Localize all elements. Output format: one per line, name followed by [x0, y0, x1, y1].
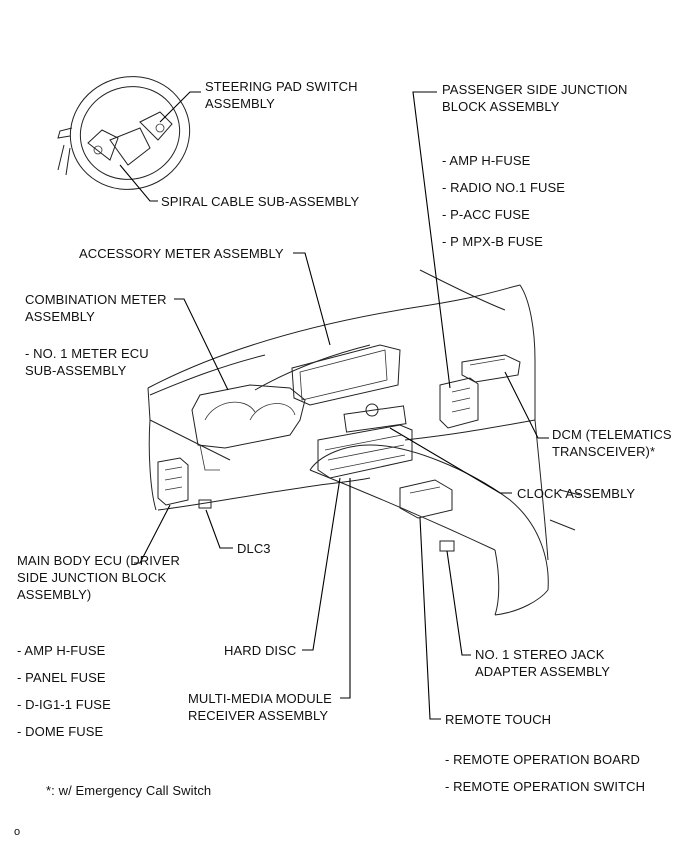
steering-pad-switch-label: STEERING PAD SWITCH ASSEMBLY: [205, 78, 358, 112]
combination-meter-line-2: ASSEMBLY: [25, 309, 95, 324]
hard-disc-label: HARD DISC: [224, 642, 296, 659]
stereo-jack-line-1: NO. 1 STEREO JACK: [475, 647, 605, 662]
main-fuse-2: - PANEL FUSE: [17, 670, 106, 685]
remote-touch-sub-2: - REMOTE OPERATION SWITCH: [445, 779, 646, 794]
remote-touch-sub-1: - REMOTE OPERATION BOARD: [445, 752, 641, 767]
passenger-fuse-2: - RADIO NO.1 FUSE: [442, 180, 566, 195]
clock-text: CLOCK ASSEMBLY: [517, 486, 636, 501]
stereo-jack-illustration: [439, 540, 455, 552]
main-body-ecu-line-3: ASSEMBLY): [17, 587, 92, 602]
main-body-ecu-line-2: SIDE JUNCTION BLOCK: [17, 570, 167, 585]
main-fuse-3: - D-IG1-1 FUSE: [17, 697, 111, 712]
remote-touch-sub: - REMOTE OPERATION BOARD - REMOTE OPERAT…: [445, 746, 645, 800]
stereo-jack-line-2: ADAPTER ASSEMBLY: [475, 664, 611, 679]
dcm-label: DCM (TELEMATICS TRANSCEIVER)*: [552, 426, 672, 460]
center-stack-illustration: [317, 403, 413, 479]
dcm-line-2: TRANSCEIVER)*: [552, 444, 656, 459]
accessory-meter-illustration: [291, 344, 401, 406]
main-body-ecu-illustration: [157, 457, 189, 506]
combination-meter-illustration: [191, 384, 306, 471]
main-body-ecu-label: MAIN BODY ECU (DRIVER SIDE JUNCTION BLOC…: [17, 552, 180, 603]
main-body-ecu-line-1: MAIN BODY ECU (DRIVER: [17, 553, 180, 568]
accessory-meter-text: ACCESSORY METER ASSEMBLY: [79, 246, 284, 261]
remote-touch-illustration: [399, 479, 453, 519]
spiral-cable-label: SPIRAL CABLE SUB-ASSEMBLY: [161, 193, 359, 210]
combination-meter-line-1: COMBINATION METER: [25, 292, 167, 307]
remote-touch-label: REMOTE TOUCH: [445, 711, 551, 728]
dcm-illustration: [461, 354, 521, 383]
passenger-jb-line-1: PASSENGER SIDE JUNCTION: [442, 82, 628, 97]
spiral-cable-text: SPIRAL CABLE SUB-ASSEMBLY: [161, 194, 360, 209]
multimedia-line-2: RECEIVER ASSEMBLY: [188, 708, 329, 723]
hard-disc-text: HARD DISC: [224, 643, 297, 658]
passenger-fuse-1: - AMP H-FUSE: [442, 153, 531, 168]
combination-meter-label: COMBINATION METER ASSEMBLY: [25, 291, 167, 325]
passenger-jb-fuses: - AMP H-FUSE - RADIO NO.1 FUSE - P-ACC F…: [442, 147, 565, 255]
passenger-jb-label: PASSENGER SIDE JUNCTION BLOCK ASSEMBLY: [442, 81, 628, 115]
multimedia-line-1: MULTI-MEDIA MODULE: [188, 691, 332, 706]
dlc3-label: DLC3: [237, 540, 271, 557]
multimedia-label: MULTI-MEDIA MODULE RECEIVER ASSEMBLY: [188, 690, 332, 724]
combination-meter-sub-line-2: SUB-ASSEMBLY: [25, 363, 127, 378]
passenger-fuse-4: - P MPX-B FUSE: [442, 234, 543, 249]
dlc3-text: DLC3: [237, 541, 271, 556]
main-fuse-4: - DOME FUSE: [17, 724, 104, 739]
clock-label: CLOCK ASSEMBLY: [517, 485, 635, 502]
passenger-jb-line-2: BLOCK ASSEMBLY: [442, 99, 560, 114]
page-marker-text: o: [14, 826, 21, 838]
steering-pad-switch-line-2: ASSEMBLY: [205, 96, 275, 111]
steering-pad-switch-line-1: STEERING PAD SWITCH: [205, 79, 358, 94]
steering-wheel-illustration: [57, 76, 191, 190]
combination-meter-sub-line-1: - NO. 1 METER ECU: [25, 346, 149, 361]
leader-lines: [119, 91, 549, 720]
remote-touch-text: REMOTE TOUCH: [445, 712, 552, 727]
accessory-meter-label: ACCESSORY METER ASSEMBLY: [79, 245, 284, 262]
stereo-jack-label: NO. 1 STEREO JACK ADAPTER ASSEMBLY: [475, 646, 610, 680]
passenger-fuse-3: - P-ACC FUSE: [442, 207, 530, 222]
page-marker: o: [14, 824, 20, 841]
footnote-text: *: w/ Emergency Call Switch: [46, 783, 212, 798]
dlc3-illustration: [198, 499, 212, 509]
main-body-fuses: - AMP H-FUSE - PANEL FUSE - D-IG1-1 FUSE…: [17, 637, 111, 745]
main-fuse-1: - AMP H-FUSE: [17, 643, 106, 658]
footnote: *: w/ Emergency Call Switch: [46, 782, 211, 799]
dashboard-illustration: [147, 269, 581, 616]
passenger-junction-block-illustration: [439, 377, 479, 429]
combination-meter-sub-label: - NO. 1 METER ECU SUB-ASSEMBLY: [25, 345, 149, 379]
dcm-line-1: DCM (TELEMATICS: [552, 427, 672, 442]
